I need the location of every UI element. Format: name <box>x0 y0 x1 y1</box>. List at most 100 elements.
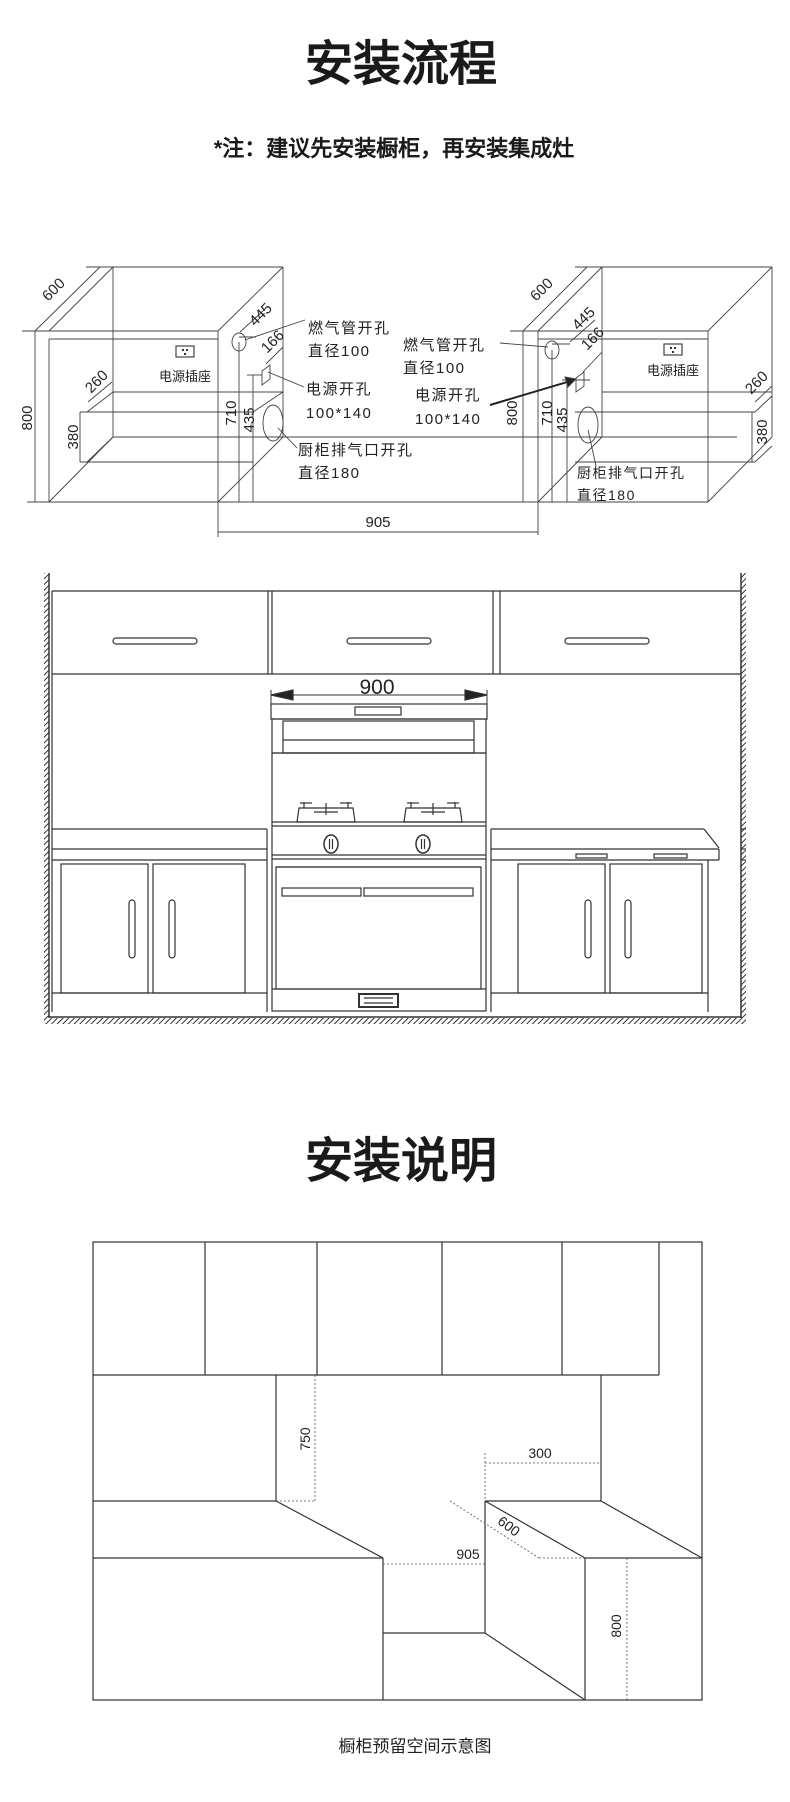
socket-label: 电源插座 <box>159 369 211 384</box>
dim-opening-width: 905 <box>456 1546 480 1562</box>
kitchen-elevation <box>44 573 746 1024</box>
space-diagram-dims: 750 300 600 905 800 <box>297 1427 624 1638</box>
hood-inner <box>282 720 475 754</box>
dim-depth: 600 <box>39 275 69 305</box>
cabinet-hole-diagram <box>22 266 773 537</box>
socket-pin-icon <box>186 349 188 351</box>
leader-line <box>267 371 305 388</box>
cabinet-handle <box>346 637 432 645</box>
socket-pin-icon <box>182 349 184 351</box>
dim-height: 800 <box>504 400 521 425</box>
space-diagram-caption: 橱柜预留空间示意图 <box>339 1737 492 1756</box>
drawing-line <box>217 436 284 503</box>
burner-icon <box>296 807 356 823</box>
socket-icon <box>175 345 195 358</box>
dim-stove-width: 900 <box>359 676 394 699</box>
drawing-line <box>754 395 773 413</box>
dim-power-height: 435 <box>554 407 571 432</box>
power-size-label: 100*140 <box>306 405 372 422</box>
integrated-stove-body <box>271 752 487 1012</box>
countertop-fixture <box>575 853 608 859</box>
left-cabinet-labels: 600 445 166 260 380 800 710 435 电源插座 燃气管… <box>19 275 414 482</box>
drawing-line <box>34 266 101 332</box>
dimension-dotted-line <box>449 1500 540 1559</box>
gas-hole-label: 燃气管开孔 <box>308 319 391 337</box>
door-handle <box>624 899 632 959</box>
hood-frame <box>271 718 487 754</box>
countertop-fixture <box>653 853 688 859</box>
dim-power-height: 435 <box>241 407 258 432</box>
dim-exhaust-height: 380 <box>65 424 82 449</box>
drawing-line <box>707 266 773 332</box>
cabinet-handle <box>112 637 198 645</box>
exhaust-diameter-label: 直径180 <box>577 487 636 503</box>
outer-frame <box>92 1241 703 1701</box>
dim-gas-height: 710 <box>223 400 240 425</box>
oven-handle <box>281 887 362 897</box>
power-hole-icon <box>261 364 271 386</box>
leader-arrow <box>489 379 575 406</box>
cabinet-door <box>152 863 246 994</box>
right-wall-hatch <box>741 573 746 1019</box>
control-knob-icon <box>323 834 339 854</box>
power-hole-label: 电源开孔 <box>415 387 481 404</box>
dim-exhaust-height: 380 <box>754 419 771 444</box>
floor-hatch <box>44 1018 746 1024</box>
drawing-line <box>48 266 114 332</box>
dim-depth: 600 <box>495 1513 523 1540</box>
dim-height: 800 <box>19 405 36 430</box>
door-handle <box>128 899 136 959</box>
drawing-line <box>569 319 596 343</box>
socket-pin-icon <box>674 347 676 349</box>
arrow-left-icon <box>270 689 294 701</box>
dim-gas-offset: 445 <box>246 300 276 330</box>
left-wall-hatch <box>44 573 49 1019</box>
exhaust-hole-icon <box>577 406 599 444</box>
socket-pin-icon <box>672 351 674 353</box>
drawing-line <box>537 266 603 332</box>
socket-pin-icon <box>670 347 672 349</box>
drawing-line <box>582 351 603 373</box>
gas-hole-label: 燃气管开孔 <box>403 336 486 354</box>
drawing-line <box>265 346 284 365</box>
space-diagram-line <box>275 1500 384 1559</box>
gas-diameter-label: 直径100 <box>308 343 371 360</box>
dim-shelf-depth: 260 <box>82 367 112 397</box>
leader-line <box>244 319 306 341</box>
cabinet-handle <box>564 637 650 645</box>
drawing-line <box>252 391 284 413</box>
dim-depth: 600 <box>527 275 557 305</box>
dim-shelf-depth: 260 <box>742 368 772 398</box>
exhaust-hole-label: 厨柜排气口开孔 <box>577 465 686 481</box>
leader-line <box>499 342 549 348</box>
drawing-line <box>754 445 773 463</box>
exhaust-diameter-label: 直径180 <box>298 465 361 482</box>
drawing-line <box>537 436 603 503</box>
dim-base-height: 800 <box>608 1614 624 1638</box>
exhaust-hole-icon <box>262 404 284 442</box>
socket-label: 电源插座 <box>647 363 699 378</box>
range-hood <box>270 703 488 720</box>
control-knob-icon <box>415 834 431 854</box>
dim-upper-gap-height: 750 <box>297 1427 313 1451</box>
space-diagram-line <box>484 1500 586 1559</box>
dim-gap-width: 905 <box>365 514 390 531</box>
drawing-line <box>239 309 265 333</box>
section-title-install-guide: 安装说明 <box>305 1135 497 1188</box>
dim-side-width: 300 <box>528 1445 552 1461</box>
cabinet-door <box>609 863 703 994</box>
stove-display <box>358 993 399 1008</box>
cabinet-door <box>517 863 606 994</box>
gas-diameter-label: 直径100 <box>403 360 466 377</box>
hood-display <box>354 706 402 716</box>
space-diagram-line <box>600 1500 703 1559</box>
install-note: *注：建议先安装橱柜，再安装集成灶 <box>214 136 575 161</box>
gas-hole-icon <box>231 332 247 352</box>
right-cabinet-labels: 600 445 166 800 710 435 260 380 电源插座 燃气管… <box>365 275 771 531</box>
exhaust-hole-label: 厨柜排气口开孔 <box>298 442 414 459</box>
cabinet-door <box>60 863 149 994</box>
section-title-install-process: 安装流程 <box>305 38 497 91</box>
socket-pin-icon <box>184 353 186 355</box>
gas-hole-icon <box>544 340 560 360</box>
